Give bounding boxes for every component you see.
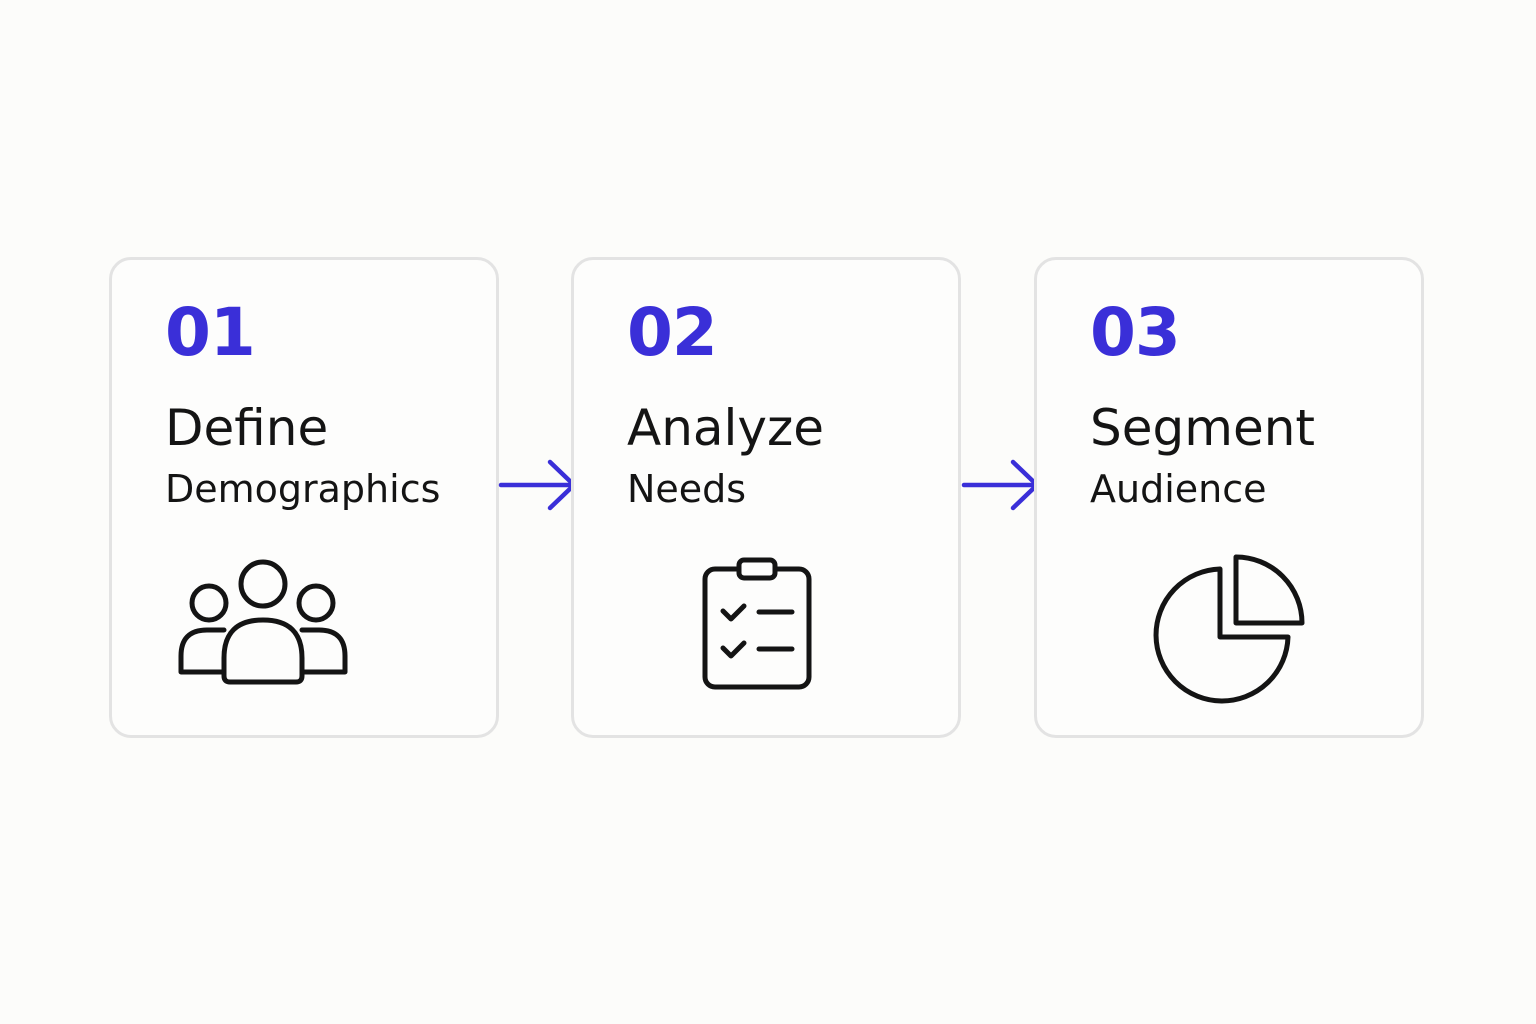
step-number: 02 [627,294,718,371]
step-title: Analyze [627,399,825,457]
step-card-segment: 03 Segment Audience [1034,257,1424,738]
step-card-analyze: 02 Analyze Needs [571,257,961,738]
step-card-define: 01 Define Demographics [109,257,499,738]
users-group-icon [177,558,349,686]
arrow-right-icon [498,459,580,511]
step-number: 03 [1090,294,1181,371]
pie-chart-icon [1153,553,1306,705]
step-subtitle: Demographics [165,467,441,511]
step-title: Segment [1090,399,1315,457]
clipboard-checklist-icon [701,557,813,693]
step-number: 01 [165,294,256,371]
arrow-right-icon [961,459,1043,511]
step-title: Define [165,399,329,457]
step-subtitle: Needs [627,467,747,511]
step-subtitle: Audience [1090,467,1267,511]
